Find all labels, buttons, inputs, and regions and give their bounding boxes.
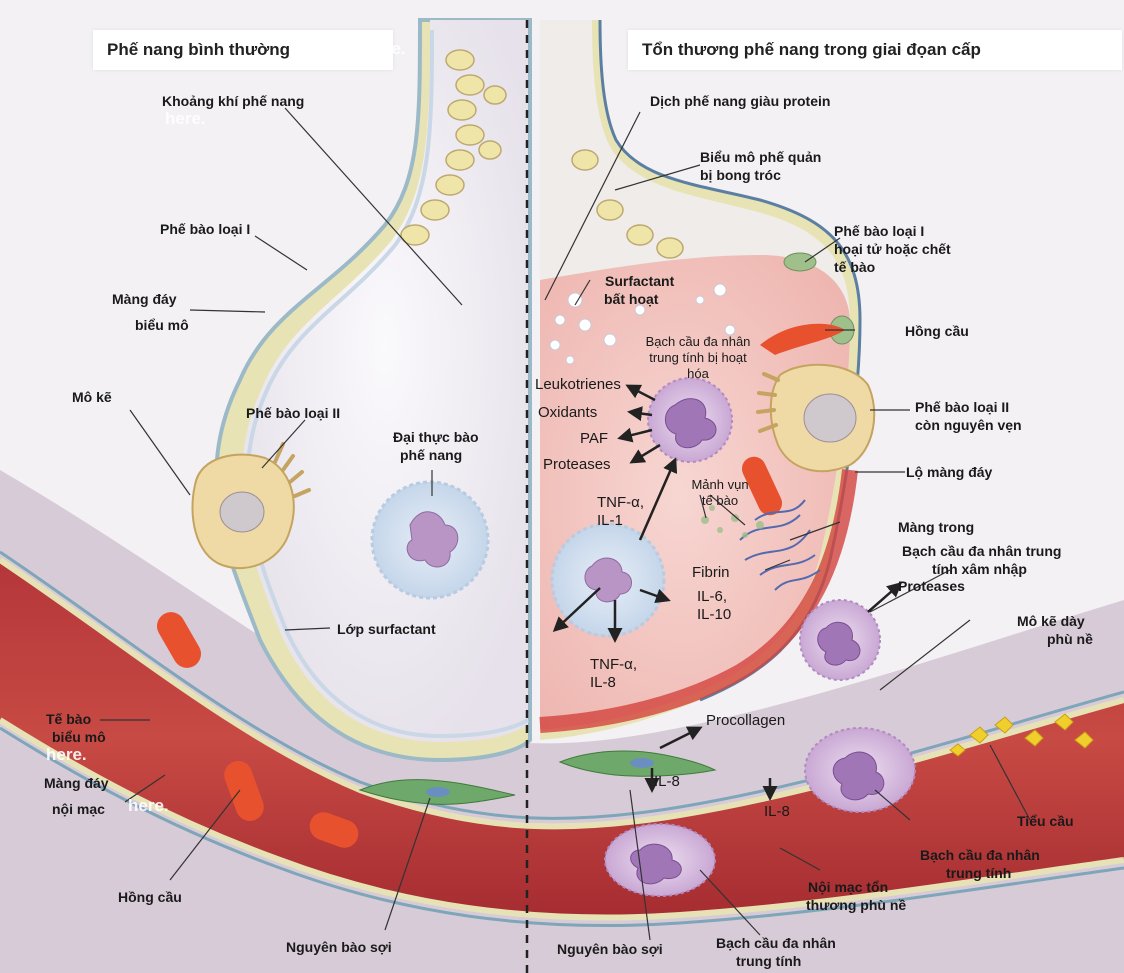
watermark-2: here. xyxy=(165,110,206,128)
label-hyaline: Màng trong xyxy=(898,518,974,536)
label-type2-intact-2: còn nguyên vẹn xyxy=(915,416,1022,434)
watermark-4: here. xyxy=(128,797,169,815)
label-proteases: Proteases xyxy=(543,456,611,474)
label-tnf-il1-1: TNF-α, xyxy=(597,494,644,512)
left-title-text: Phế nang bình thường xyxy=(107,40,290,59)
label-interstitium: Mô kẽ xyxy=(72,388,112,406)
label-tnf-il8-2: IL-8 xyxy=(590,674,616,692)
label-fibrin: Fibrin xyxy=(692,564,730,582)
right-title-text: Tổn thương phế nang trong giai đọan cấp xyxy=(642,40,981,59)
macrophage-right xyxy=(552,524,664,636)
label-swollen-endo-2: thương phù nề xyxy=(806,896,906,914)
label-endothelial-bm-1: Màng đáy xyxy=(44,774,109,792)
label-sloughed-1: Biểu mô phế quản xyxy=(700,148,821,166)
label-endothelial-bm-2: nội mạc xyxy=(52,800,105,818)
label-procollagen: Procollagen xyxy=(706,712,785,730)
label-il6-2: IL-10 xyxy=(697,606,731,624)
label-protein-fluid: Dịch phế nang giàu protein xyxy=(650,92,830,110)
label-fibroblast-left: Nguyên bào sợi xyxy=(286,938,392,956)
label-macrophage-2: phế nang xyxy=(400,446,462,464)
label-swollen-endo-1: Nội mạc tổn xyxy=(808,878,888,896)
label-type1-necrosis-2: hoại tử hoặc chết xyxy=(834,240,951,258)
left-panel-title: Phế nang bình thường xyxy=(93,30,393,70)
label-endothelial-1: Tế bào xyxy=(46,710,91,728)
label-type2-intact-1: Phế bào loại II xyxy=(915,398,1009,416)
label-endothelial-2: biểu mô xyxy=(52,728,106,746)
label-oxidants: Oxidants xyxy=(538,404,597,422)
label-il8-b: IL-8 xyxy=(764,803,790,821)
label-type1-necrosis-1: Phế bào loại I xyxy=(834,222,924,240)
label-epithelial-bm-2: biểu mô xyxy=(135,316,189,334)
label-macrophage-1: Đại thực bào xyxy=(393,428,479,446)
neutrophil-vessel-bottom xyxy=(605,824,715,896)
label-neutrophil-b1: Bạch cầu đa nhân xyxy=(716,934,836,952)
label-type1-cell: Phế bào loại I xyxy=(160,220,250,238)
label-red-cell-right: Hồng cầu xyxy=(905,322,969,340)
label-tnf-il1-2: IL-1 xyxy=(597,512,623,530)
neutrophil-vessel-right xyxy=(805,728,915,812)
label-epithelial-bm-1: Màng đáy xyxy=(112,290,177,308)
label-neutrophil-1: Bạch cầu đa nhân xyxy=(920,846,1040,864)
label-platelets: Tiểu cầu xyxy=(1017,812,1074,830)
label-tnf-il8-1: TNF-α, xyxy=(590,656,637,674)
label-neutrophil-2: trung tính xyxy=(946,864,1011,882)
label-denuded-bm: Lộ màng đáy xyxy=(906,463,992,481)
label-type1-necrosis-3: tế bào xyxy=(834,258,875,276)
label-inactive-surf-1: Surfactant xyxy=(605,272,674,290)
label-migrating-neut-1: Bạch cầu đa nhân trung xyxy=(902,542,1061,560)
label-migrating-neut-2: tính xâm nhập xyxy=(932,560,1027,578)
label-inactive-surf-2: bất hoạt xyxy=(604,290,658,308)
label-edema-2: phù nề xyxy=(1047,630,1093,648)
label-fibroblast-right: Nguyên bào sợi xyxy=(557,940,663,958)
label-neutrophil-b2: trung tính xyxy=(736,952,801,970)
label-surfactant-layer: Lớp surfactant xyxy=(337,620,436,638)
label-debris-2: tế bào xyxy=(690,492,750,510)
macrophage-left xyxy=(372,482,488,598)
label-il6-1: IL-6, xyxy=(697,588,727,606)
right-panel-title: Tổn thương phế nang trong giai đọan cấp xyxy=(628,30,1122,70)
label-proteases-2: Proteases xyxy=(898,577,965,595)
label-paf: PAF xyxy=(580,430,608,448)
label-il8-a: IL-8 xyxy=(654,773,680,791)
watermark-1: here. xyxy=(365,40,406,58)
activated-neutrophil xyxy=(648,378,732,462)
watermark-3: here. xyxy=(46,746,87,764)
label-edema-1: Mô kẽ dày xyxy=(1017,612,1085,630)
label-leukotrienes: Leukotrienes xyxy=(535,376,621,394)
label-alveolar-space: Khoảng khí phế nang xyxy=(162,92,304,110)
label-type2-cell: Phế bào loại II xyxy=(246,404,340,422)
label-activated-neut-3: hóa xyxy=(623,365,773,383)
label-sloughed-2: bị bong tróc xyxy=(700,166,781,184)
label-red-cells-left: Hồng cầu xyxy=(118,888,182,906)
